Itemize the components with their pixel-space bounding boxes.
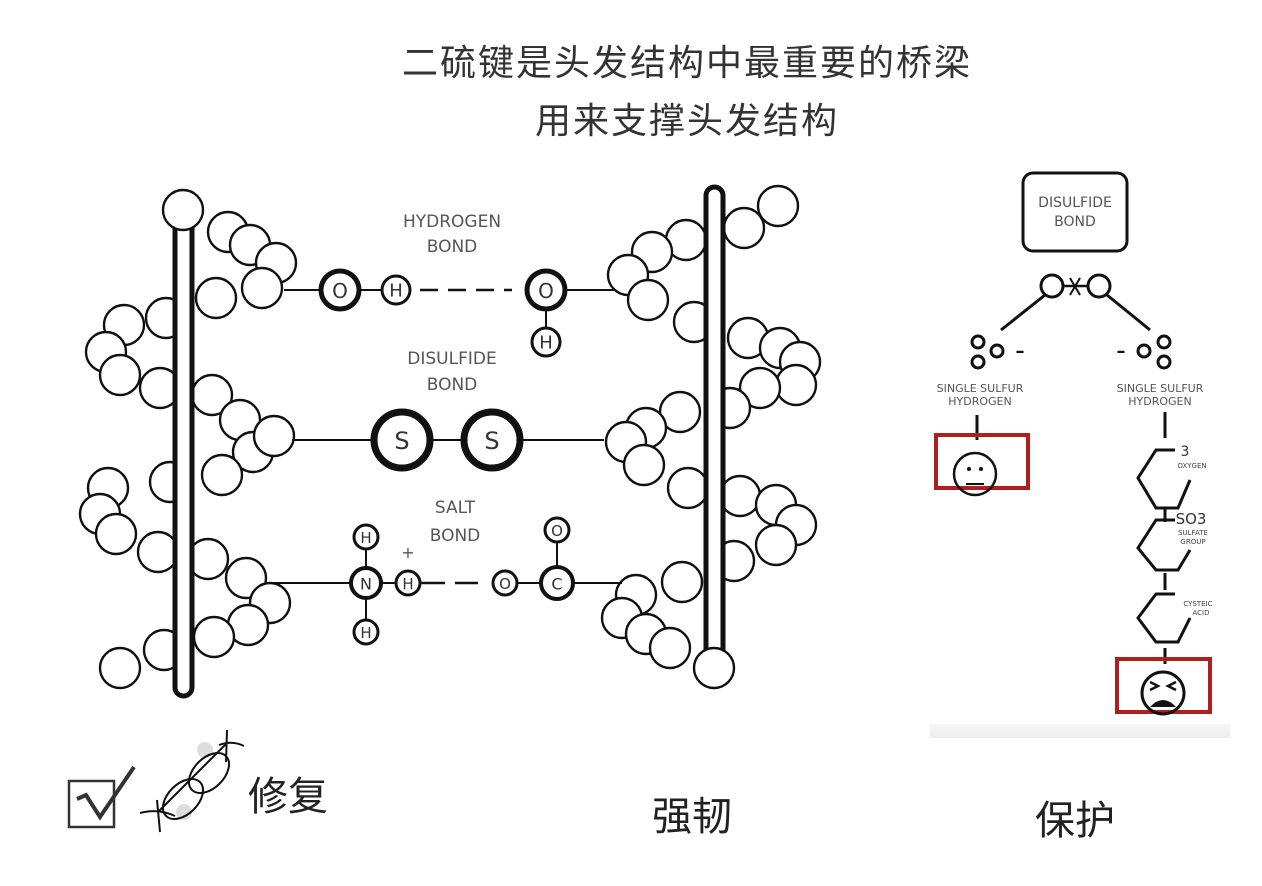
- disulfide-breakdown-diagram: DISULFIDE BOND – SINGLE SULFUR HYDROGEN: [934, 171, 1213, 716]
- checkbox-repair: [67, 765, 136, 829]
- positive-charge: +: [401, 543, 414, 562]
- title-line-2: 用来支撑头发结构: [534, 101, 839, 142]
- svg-text:H: H: [389, 281, 403, 302]
- right-branch-label-2: HYDROGEN: [1128, 395, 1191, 408]
- disulfide-bond-label-1: DISULFIDE: [407, 349, 496, 369]
- feature-label-protection: 保护: [1035, 798, 1115, 844]
- right-chain-beads: [600, 184, 822, 670]
- disulfide-bond-label-2: BOND: [427, 375, 478, 395]
- disulfide-bond-group: DISULFIDE BOND S S: [292, 349, 604, 472]
- right-highlight-box: [1115, 657, 1212, 714]
- left-protein-chain: [78, 188, 298, 699]
- right-sulfur-hydrogen-icon: –: [1117, 334, 1172, 370]
- left-branch-label-2: HYDROGEN: [948, 395, 1011, 408]
- broken-bond-icon: [1000, 273, 1151, 332]
- svg-text:CYSTEIC: CYSTEIC: [1183, 600, 1212, 608]
- salt-bond-label-2: BOND: [430, 526, 481, 546]
- svg-text:SULFATE: SULFATE: [1178, 529, 1208, 537]
- hydrogen-bond-label-2: BOND: [427, 237, 478, 257]
- dna-repair-icon: [139, 729, 245, 833]
- svg-text:N: N: [360, 575, 372, 594]
- left-backbone: [172, 211, 195, 699]
- box-label-2: BOND: [1054, 214, 1096, 230]
- atom-hydrogen-bottom: H: [352, 618, 380, 646]
- box-label-1: DISULFIDE: [1038, 195, 1112, 211]
- divider-band: [930, 724, 1230, 738]
- right-protein-chain: [600, 184, 822, 690]
- right-backbone: [703, 184, 726, 660]
- svg-text:OXYGEN: OXYGEN: [1177, 462, 1206, 470]
- svg-text:O: O: [332, 279, 348, 303]
- svg-text:O: O: [538, 279, 554, 303]
- svg-text:H: H: [539, 333, 553, 354]
- atom-nitrogen: N: [349, 566, 383, 600]
- atom-carbon: C: [539, 565, 575, 601]
- disulfide-bond-box: [1021, 171, 1129, 253]
- left-highlight-box: [934, 433, 1030, 490]
- left-backbone-top-bead: [161, 188, 205, 232]
- svg-text:H: H: [402, 575, 413, 593]
- neutral-face-icon: [952, 451, 998, 497]
- left-dash: –: [1016, 341, 1025, 362]
- hydrogen-bond-label-1: HYDROGEN: [403, 212, 501, 232]
- left-branch-label-1: SINGLE SULFUR: [937, 382, 1024, 395]
- right-backbone-bottom-bead: [692, 646, 736, 690]
- salt-bond-label-1: SALT: [435, 498, 476, 518]
- oxidation-step-2: SO3 SULFATE GROUP: [1136, 510, 1208, 572]
- salt-bond-group: SALT BOND + H N H H O: [270, 498, 622, 646]
- atom-oxygen-minus: O: [491, 569, 519, 597]
- atom-sulfur-2: S: [460, 408, 524, 472]
- right-dash: –: [1117, 341, 1126, 362]
- atom-hydrogen-top: H: [352, 523, 380, 551]
- svg-text:3: 3: [1181, 444, 1190, 460]
- left-sulfur-hydrogen-icon: –: [970, 334, 1025, 370]
- atom-oxygen-2: O: [524, 268, 568, 312]
- oxidation-step-3: CYSTEIC ACID: [1136, 592, 1213, 644]
- svg-text:SO3: SO3: [1176, 510, 1207, 528]
- atom-hydrogen-2: H: [530, 326, 562, 358]
- oxidation-step-1: 3 OXYGEN: [1136, 444, 1207, 510]
- feature-label-strength: 强韧: [652, 794, 732, 840]
- svg-text:ACID: ACID: [1192, 609, 1209, 617]
- svg-text:H: H: [360, 624, 371, 642]
- atom-hydrogen-1: H: [380, 274, 412, 306]
- atom-oxygen-top: O: [543, 516, 571, 544]
- svg-text:C: C: [551, 575, 562, 594]
- hydrogen-bond-group: HYDROGEN BOND O H O H: [284, 212, 616, 358]
- angry-face-icon: [1140, 670, 1186, 716]
- atom-hydrogen-plus: H: [394, 569, 422, 597]
- title-line-1: 二硫键是头发结构中最重要的桥梁: [401, 43, 972, 84]
- atom-sulfur-1: S: [370, 408, 434, 472]
- svg-text:S: S: [484, 427, 499, 455]
- right-branch-label-1: SINGLE SULFUR: [1117, 382, 1204, 395]
- svg-text:S: S: [394, 427, 409, 455]
- svg-text:O: O: [499, 575, 511, 593]
- feature-label-repair: 修复: [248, 774, 328, 820]
- svg-text:GROUP: GROUP: [1180, 538, 1205, 546]
- svg-text:O: O: [551, 522, 563, 540]
- atom-oxygen-1: O: [318, 268, 362, 312]
- svg-text:H: H: [360, 529, 371, 547]
